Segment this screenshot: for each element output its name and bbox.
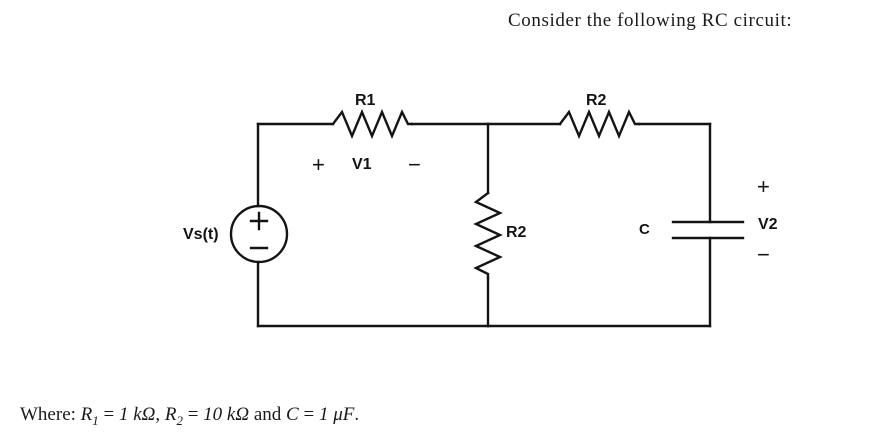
given-c-equals: = — [298, 404, 319, 425]
given-r2-equals: = — [182, 404, 204, 425]
given-c-symbol: C — [286, 404, 299, 425]
given-period: . — [354, 404, 360, 425]
given-r2-symbol: R — [164, 404, 177, 425]
given-r1-value: 1 kΩ — [118, 404, 156, 425]
header-prompt: Consider the following RC circuit: — [508, 10, 793, 31]
resistor-r2-top-symbol — [558, 108, 641, 140]
label-v1: V1 — [352, 156, 372, 173]
label-r1: R1 — [355, 92, 376, 109]
label-v2: V2 — [758, 216, 778, 233]
given-c-value: 1 μF — [318, 404, 355, 425]
resistor-r1-symbol — [331, 108, 414, 140]
given-r1-symbol: R — [80, 404, 93, 425]
resistor-r2-mid-symbol — [473, 191, 503, 280]
source-plus-icon — [249, 211, 269, 231]
given-r1-equals: = — [98, 404, 119, 425]
label-vs: Vs(t) — [183, 226, 219, 243]
label-r2-top: R2 — [586, 92, 607, 109]
given-r2-subscript: 2 — [176, 412, 183, 428]
polarity-plus-v2: + — [757, 174, 770, 199]
voltage-source-circle — [229, 204, 289, 264]
given-conjunction: and — [249, 404, 287, 425]
given-values-text: Where: R1 = 1 kΩ, R2 = 10 kΩ and C = 1 μ… — [20, 404, 359, 429]
given-separator-1: , — [155, 404, 165, 425]
label-capacitor: C — [639, 221, 650, 238]
given-r1-subscript: 1 — [92, 412, 99, 428]
polarity-plus-v1: + — [312, 152, 325, 177]
polarity-minus-v2: − — [757, 242, 770, 267]
polarity-minus-v1: − — [408, 152, 421, 177]
given-prefix: Where: — [20, 404, 81, 425]
label-r2-mid: R2 — [506, 224, 527, 241]
given-r2-value: 10 kΩ — [203, 404, 250, 425]
